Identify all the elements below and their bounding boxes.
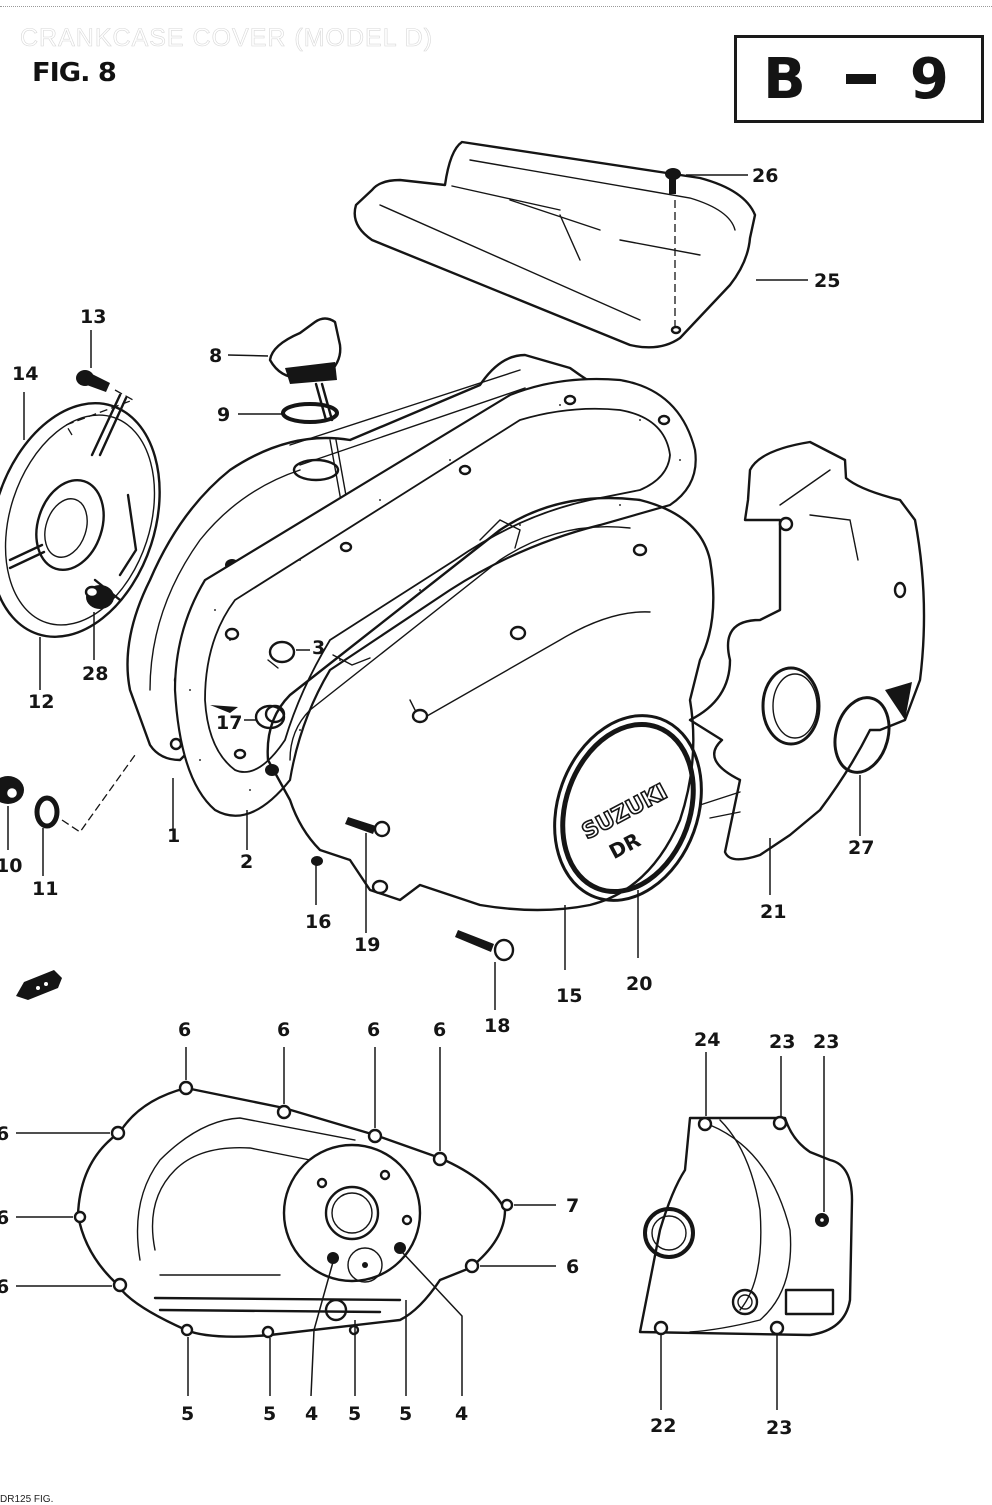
callout-16: 16 [305,911,331,933]
callout-9: 9 [217,404,230,426]
detail-callout-6-top-4: 6 [433,1019,446,1041]
callout-15: 15 [556,985,582,1007]
callout-26: 26 [752,165,778,187]
detail-callout-6-top-1: 6 [178,1019,191,1041]
part-15-clutch-cover [266,496,715,912]
part-18-bolt [455,930,515,962]
callout-11: 11 [32,878,58,900]
detail-callout-6-left-2: 6 [0,1207,9,1229]
page-code-dash [845,74,876,84]
detail-callout-7-right: 7 [566,1195,579,1217]
callout-2: 2 [240,851,253,873]
detail-callout-5-bottom-2: 5 [263,1403,276,1425]
detail-callout-22-bottom: 22 [650,1415,676,1437]
detail-callout-5-bottom-4: 5 [399,1403,412,1425]
detail-callout-4-bottom-1: 4 [305,1403,318,1425]
page-reference-box: B 9 [734,35,984,123]
callout-27: 27 [848,837,874,859]
part-20-clutch-cover-emblem: SUZUKI DR [553,714,703,902]
callout-20: 20 [626,973,652,995]
part-12-round-cover [0,393,161,638]
detail-callout-23-top-1: 23 [769,1031,795,1053]
part-21-generator-cover [688,440,926,861]
callout-10: 10 [0,855,22,877]
part-13-screw [76,370,110,392]
part-25-cover-plate [353,140,757,349]
part-10-plug [0,776,24,804]
callout-1: 1 [167,825,180,847]
callout-17: 17 [216,712,242,734]
detail-callout-6-right: 6 [566,1256,579,1278]
part-11-oil-seal [34,795,60,829]
detail-callout-6-top-3: 6 [367,1019,380,1041]
part-27-cap [833,682,912,774]
callout-21: 21 [760,901,786,923]
detail-callout-23-top-2: 23 [813,1031,839,1053]
callout-19: 19 [354,934,380,956]
detail-generator-cover-outline [638,1115,854,1337]
callout-3: 3 [312,637,325,659]
detail-callout-23-bottom: 23 [766,1417,792,1439]
page-code: B 9 [737,38,981,120]
detail-callout-6-top-2: 6 [277,1019,290,1041]
detail-callout-4-bottom-2: 4 [455,1403,468,1425]
detail-callout-5-bottom-1: 5 [181,1403,194,1425]
part-26-screw [665,168,681,326]
callout-12: 12 [28,691,54,713]
callout-25: 25 [814,270,840,292]
detail-clutch-cover-outline [73,1080,514,1339]
detail-callout-6-left-3: 6 [0,1276,9,1298]
figure-label: FIG. 8 [32,58,117,88]
callout-14: 14 [12,363,38,385]
section-title: CRANKCASE COVER (MODEL D) [20,24,434,53]
callout-18: 18 [484,1015,510,1037]
part-3-dowel [267,640,296,669]
detail-callout-6-left-1: 6 [0,1123,9,1145]
part-2-gasket [173,377,697,817]
callout-8: 8 [209,345,222,367]
part-9-o-ring [281,402,339,424]
detail-callout-24-top: 24 [694,1029,720,1051]
part-28-fitting [84,585,114,609]
page-code-number: 9 [909,46,955,112]
front-direction-arrow-icon [14,968,66,1009]
callout-13: 13 [80,306,106,328]
callout-28: 28 [82,663,108,685]
detail-callout-5-bottom-3: 5 [348,1403,361,1425]
scan-edge-dotted-line [0,6,992,7]
page-code-section: B [763,46,812,112]
part-19-bolt [345,817,391,838]
